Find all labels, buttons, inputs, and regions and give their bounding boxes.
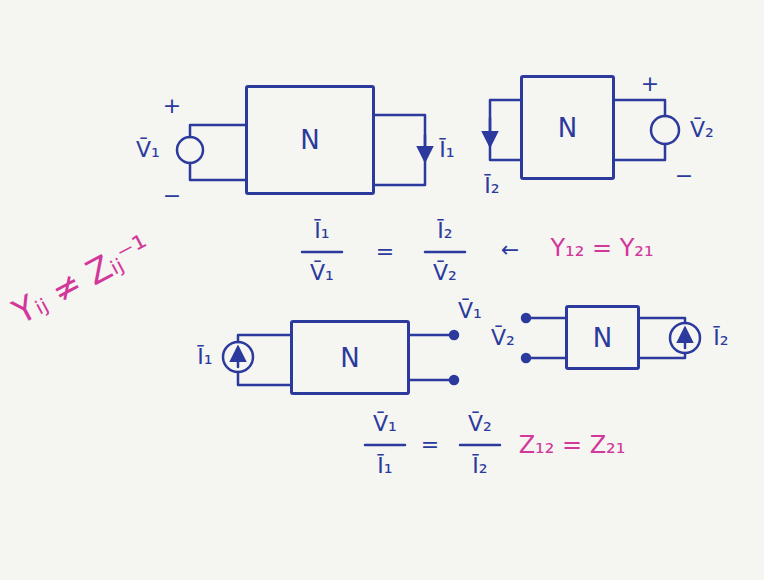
- short-circuit: [375, 115, 425, 185]
- symbol-label: V̄₁: [373, 412, 397, 436]
- fraction-bar: [365, 444, 405, 447]
- symbol-label: Ī₁: [377, 454, 392, 478]
- symbol-label: −: [675, 164, 693, 188]
- short-circuit: [490, 100, 520, 160]
- symbol-label: Ī₂: [437, 219, 452, 243]
- symbol-label: +: [163, 94, 181, 118]
- equation-note: Yᵢⱼ ≠ Zᵢⱼ⁻¹: [7, 228, 157, 331]
- symbol-label: Ī₁: [439, 138, 454, 162]
- fraction-bar: [425, 251, 465, 254]
- current-source: [223, 335, 290, 385]
- symbol-label: Ī₂: [713, 326, 728, 350]
- network-box: N: [520, 75, 615, 180]
- voltage-source: [177, 125, 245, 180]
- symbol-label: Ī₂: [472, 454, 487, 478]
- symbol-label: +: [641, 72, 659, 96]
- symbol-label: V̄₂: [468, 412, 492, 436]
- network-box: N: [245, 85, 375, 195]
- network-box: N: [290, 320, 410, 395]
- symbol-label: V̄₁: [310, 261, 334, 285]
- symbol-label: −: [163, 184, 181, 208]
- symbol-label: V̄₂: [690, 118, 714, 142]
- voltage-source: [615, 100, 679, 160]
- symbol-label: Ī₁: [197, 345, 212, 369]
- open-terminals: [410, 331, 458, 384]
- fraction-bar: [460, 444, 500, 447]
- network-label: N: [558, 113, 577, 143]
- fraction-bar: [302, 251, 342, 254]
- symbol-label: V̄₂: [433, 261, 457, 285]
- open-terminals: [522, 314, 565, 362]
- symbol-label: =: [376, 240, 394, 264]
- symbol-label: =: [421, 433, 439, 457]
- network-box: N: [565, 305, 640, 370]
- symbol-label: V̄₂: [491, 326, 515, 350]
- network-label: N: [340, 343, 359, 373]
- network-label: N: [300, 125, 319, 155]
- current-source: [640, 318, 700, 358]
- equation-note: Z₁₂ = Z₂₁: [519, 432, 626, 458]
- symbol-label: V̄₁: [136, 138, 160, 162]
- equation-note: Y₁₂ = Y₂₁: [550, 235, 653, 261]
- symbol-label: V̄₁: [458, 299, 482, 323]
- symbol-label: Ī₂: [484, 174, 499, 198]
- network-label: N: [593, 323, 612, 353]
- symbol-label: Ī₁: [314, 219, 329, 243]
- symbol-label: ←: [501, 238, 519, 262]
